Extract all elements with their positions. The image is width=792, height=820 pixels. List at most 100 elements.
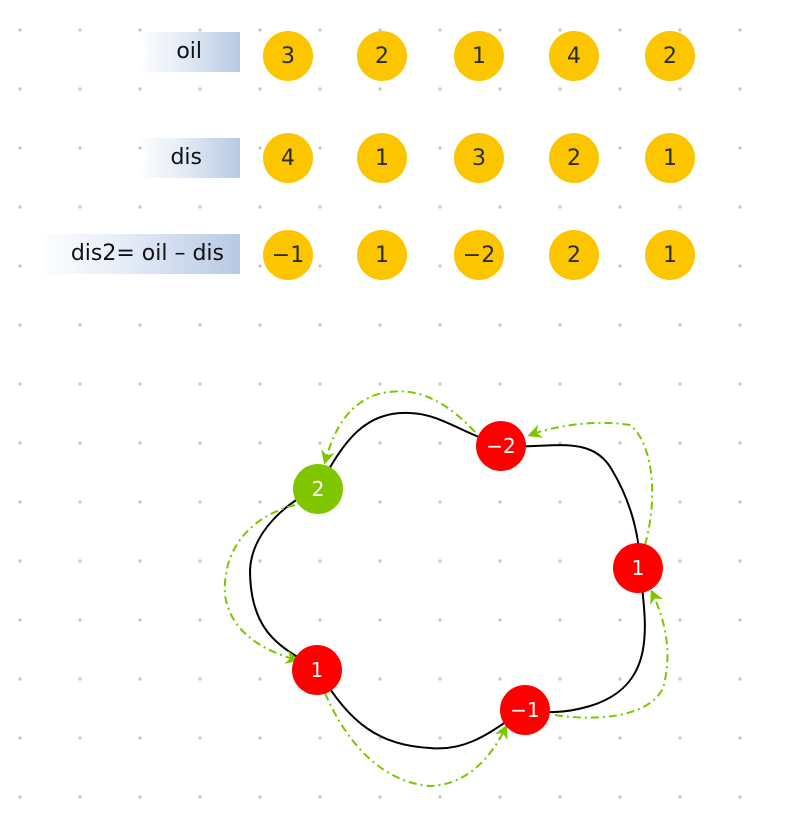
grid-dot [318,559,322,563]
grid-dot [378,618,382,622]
grid-dot [558,323,562,327]
grid-dot [678,323,682,327]
grid-dot [618,264,622,268]
grid-dot [498,28,502,32]
grid-dot [678,87,682,91]
grid-dot [438,28,442,32]
dis-value-2: 1 [357,133,407,183]
grid-dot [378,441,382,445]
grid-dot [18,736,22,740]
grid-dot [198,323,202,327]
grid-dot [438,677,442,681]
grid-dot [618,205,622,209]
grid-dot [318,205,322,209]
grid-dot [438,559,442,563]
arrow-1-to-neg2 [527,421,654,546]
grid-dot [18,28,22,32]
grid-dot [378,559,382,563]
grid-dot [438,323,442,327]
grid-dot [138,28,142,32]
grid-dot [258,736,262,740]
grid-dot [18,441,22,445]
grid-dot [438,146,442,150]
grid-dot [198,618,202,622]
grid-dot [138,736,142,740]
grid-dot [618,323,622,327]
grid-dot [558,28,562,32]
grid-dot [18,559,22,563]
grid-dot [378,677,382,681]
grid-dot [18,500,22,504]
grid-dot [318,382,322,386]
grid-dot [738,500,742,504]
grid-dot [618,87,622,91]
grid-dot [318,795,322,799]
grid-dot [738,264,742,268]
grid-dot [78,146,82,150]
grid-dot [498,87,502,91]
grid-dot [78,205,82,209]
grid-dot [558,618,562,622]
grid-dot [738,618,742,622]
grid-dot [498,559,502,563]
grid-dot [438,264,442,268]
grid-dot [78,441,82,445]
grid-dot [78,736,82,740]
grid-dot [258,205,262,209]
grid-dot [558,736,562,740]
grid-dot [138,205,142,209]
grid-dot [318,87,322,91]
grid-dot [498,205,502,209]
grid-dot [678,28,682,32]
grid-dot [78,618,82,622]
grid-dot [18,264,22,268]
grid-dot [738,795,742,799]
grid-dot [198,28,202,32]
grid-dot [198,205,202,209]
grid-dot [78,500,82,504]
grid-dot [138,559,142,563]
grid-dot [618,736,622,740]
cycle-node-1-left: 1 [292,645,342,695]
grid-dot [618,500,622,504]
dis2-value-4: 2 [549,230,599,280]
grid-dot [438,205,442,209]
grid-dot [498,382,502,386]
oil-value-1: 3 [263,31,313,81]
grid-dot [78,382,82,386]
grid-dot [378,795,382,799]
grid-dot [558,87,562,91]
grid-dot [318,736,322,740]
grid-dot [438,500,442,504]
dis2-value-5: 1 [645,230,695,280]
grid-dot [738,323,742,327]
grid-dot [558,205,562,209]
grid-dot [558,677,562,681]
grid-dot [78,559,82,563]
grid-dot [138,795,142,799]
grid-dot [138,87,142,91]
grid-dot [438,441,442,445]
grid-dot [318,323,322,327]
grid-dot [18,146,22,150]
grid-dot [558,795,562,799]
oil-value-3: 1 [454,31,504,81]
grid-dot [378,500,382,504]
grid-dot [618,441,622,445]
grid-dot [498,500,502,504]
grid-dot [138,500,142,504]
grid-dot [138,382,142,386]
row-label-oil: oil [136,32,240,72]
grid-dot [318,618,322,622]
dis2-value-1: −1 [263,230,313,280]
grid-dot [198,500,202,504]
arrow-neg2-to-2 [321,390,476,465]
grid-dot [18,87,22,91]
grid-dot [18,323,22,327]
grid-dot [438,736,442,740]
row-label-dis: dis [136,138,240,178]
grid-dot [138,677,142,681]
grid-dot [738,559,742,563]
grid-dot [318,146,322,150]
